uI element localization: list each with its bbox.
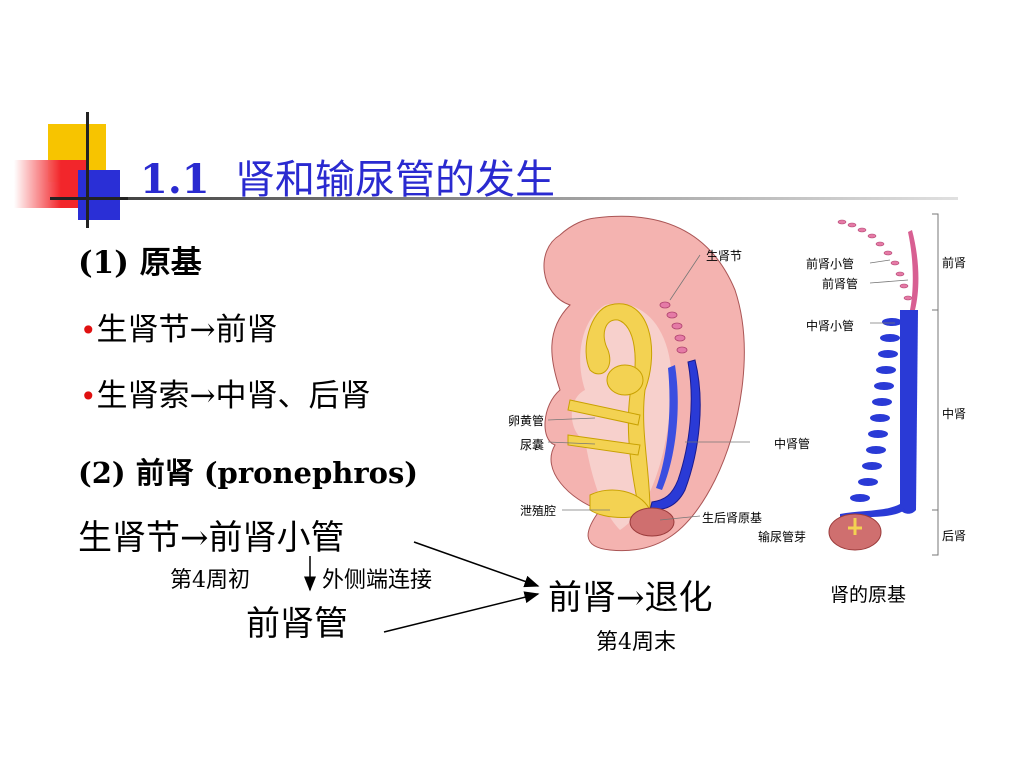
label-yolk-duct: 卵黄管 — [508, 412, 544, 429]
label-pronephric-duct-fig: 前肾管 — [822, 275, 858, 292]
label-metanephric-blastema: 生后肾原基 — [702, 509, 762, 526]
label-nephrotome: 生肾节 — [706, 247, 742, 264]
label-cloaca: 泄殖腔 — [520, 502, 556, 519]
label-metanephros-region: 后肾 — [942, 527, 966, 544]
figure-caption: 肾的原基 — [830, 580, 906, 607]
mesonephric-tubule-marks — [850, 310, 918, 514]
label-allantois: 尿囊 — [520, 436, 544, 453]
label-pronephros-region: 前肾 — [942, 254, 966, 271]
region-brackets — [932, 214, 938, 555]
label-mesonephros-region: 中肾 — [942, 405, 966, 422]
label-pronephric-tubule: 前肾小管 — [806, 255, 854, 272]
label-mesonephric-tubule: 中肾小管 — [806, 317, 854, 334]
gut-loop — [607, 365, 643, 395]
metanephric-blastema — [630, 508, 674, 536]
duct-to-pronephros-arrow — [384, 594, 538, 632]
